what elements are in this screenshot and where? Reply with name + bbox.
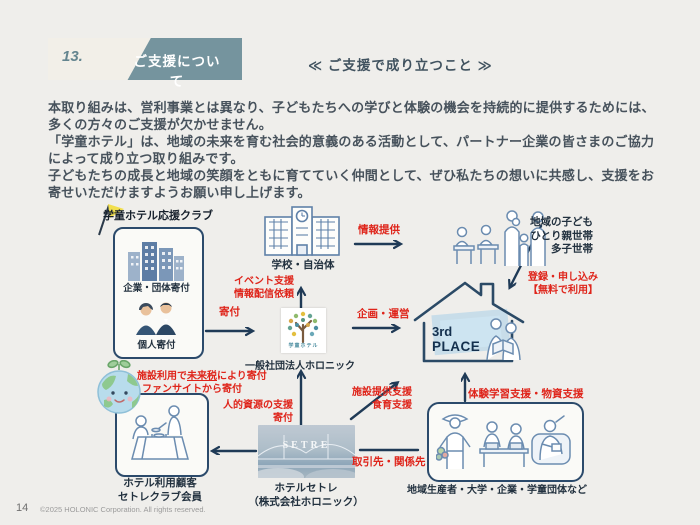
hotel-photo: SETRE [258, 425, 355, 478]
register-label: 登録・申し込み 【無料で利用】 [528, 272, 598, 296]
individual-donation-label: 個人寄付 [137, 340, 176, 351]
hr-support-label: 人的資源の支援 寄付 [223, 400, 293, 424]
children-reading-icon [486, 318, 521, 361]
logo-tree-icon [287, 311, 319, 344]
section-number: 13. [62, 48, 83, 65]
hotel-label: ホテルセトレ （株式会社ホロニック） [248, 482, 364, 508]
future-tax-label: 施設利用で未来税により寄付 ファンサイトから寄付 [137, 371, 267, 395]
logo-text: 学童ホテル [288, 343, 319, 349]
smiling-earth-icon [97, 360, 141, 414]
community-label: 地域の子ども ひとり親世帯 多子世帯 [530, 216, 593, 256]
info-provide-label: 情報提供 [358, 224, 400, 236]
facility-support-label: 施設提供支援 食育支援 [352, 387, 412, 411]
intro-line: によって成り立つ取り組みです。 [48, 151, 244, 166]
individual-donors-icon [136, 302, 176, 335]
company-buildings-icon [128, 242, 184, 281]
gakudo-hotel-logo: 学童ホテル [281, 308, 326, 353]
school-label: 学校・自治体 [271, 259, 335, 271]
office-staff-icon [479, 421, 529, 467]
copyright-text: ©2025 HOLONIC Corporation. All rights re… [40, 505, 206, 514]
section-badge: 13. ご支援について [48, 38, 242, 89]
plan-operate-label: 企画・運営 [357, 308, 410, 320]
partners-label: 取引先・関係先 [352, 456, 426, 468]
intro-line: 多くの方々のご支援が欠かせません。 [48, 117, 273, 132]
bridge-icon [258, 434, 355, 478]
page-title: ご支援について [133, 54, 221, 89]
intro-line: 「学童ホテル」は、地域の未来を育む社会的意義のある活動として、パートナー企業の皆… [48, 134, 655, 149]
future-tax-term: 未来税 [187, 371, 217, 382]
community-families-icon [453, 210, 546, 266]
experience-support-label: 体験学習支援・物資支援 [468, 388, 584, 400]
support-club-title: 学童ホテル応援クラブ [103, 210, 213, 222]
seated-supporter-icon [531, 415, 571, 465]
customers-label: ホテル利用顧客 セトレクラブ会員 [118, 477, 202, 503]
foundation-label: 一般社団法人ホロニック [245, 361, 355, 372]
page-number: 14 [16, 502, 29, 514]
intro-paragraph: 本取り組みは、営利事業とは異なり、子どもたちへの学びと体験の機会を持続的に提供す… [48, 99, 655, 201]
third-place-line2: PLACE [432, 339, 481, 354]
farmer-icon [436, 414, 471, 469]
intro-line: 本取り組みは、営利事業とは異なり、子どもたちへの学びと体験の機会を持続的に提供す… [48, 100, 655, 115]
support-club-box [113, 227, 204, 359]
dining-guests-icon [131, 405, 189, 460]
event-support-label: イベント支援 情報配信依頼 [234, 276, 294, 300]
flag-icon [98, 204, 124, 236]
donation-label: 寄付 [219, 306, 240, 318]
intro-line: 子どもたちの成長と地域の笑顔をともに育てていく仲間として、ぜひ私たちの想いに共感… [48, 168, 655, 183]
intro-line: 寄せいただけますようお願い申し上げます。 [48, 185, 311, 200]
page-subtitle: ≪ ご支援で成り立つこと ≫ [308, 58, 493, 73]
third-place-house: 3rd PLACE [411, 274, 527, 366]
third-place-line1: 3rd [432, 324, 453, 339]
hotel-photo-text: SETRE [282, 440, 331, 451]
producers-label: 地域生産者・大学・企業・学童団体など [407, 485, 587, 496]
school-building-icon [264, 206, 340, 256]
corporate-donation-label: 企業・団体寄付 [123, 283, 190, 294]
